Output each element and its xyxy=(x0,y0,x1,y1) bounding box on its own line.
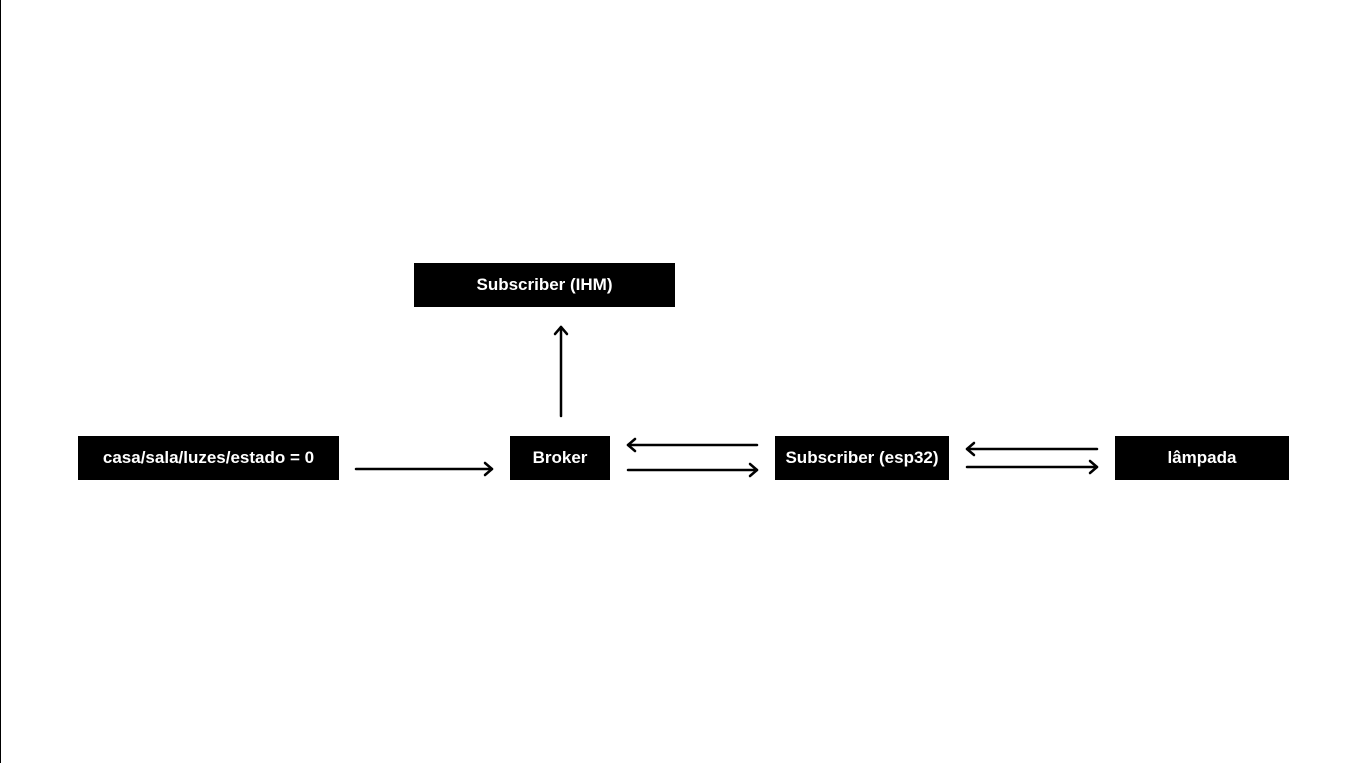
subscriber-ihm-node: Subscriber (IHM) xyxy=(414,263,675,307)
arrow-broker-to-ihm xyxy=(553,325,569,418)
broker-node: Broker xyxy=(510,436,610,480)
topic-node: casa/sala/luzes/estado = 0 xyxy=(78,436,339,480)
arrow-esp32-to-broker xyxy=(626,437,759,453)
arrow-broker-to-esp32 xyxy=(626,462,759,478)
arrow-lampada-to-esp32 xyxy=(965,441,1099,457)
arrow-topic-to-broker xyxy=(354,461,494,477)
frame-left-edge xyxy=(0,0,1,763)
arrow-esp32-to-lampada xyxy=(965,459,1099,475)
lampada-node: lâmpada xyxy=(1115,436,1289,480)
subscriber-esp32-node: Subscriber (esp32) xyxy=(775,436,949,480)
